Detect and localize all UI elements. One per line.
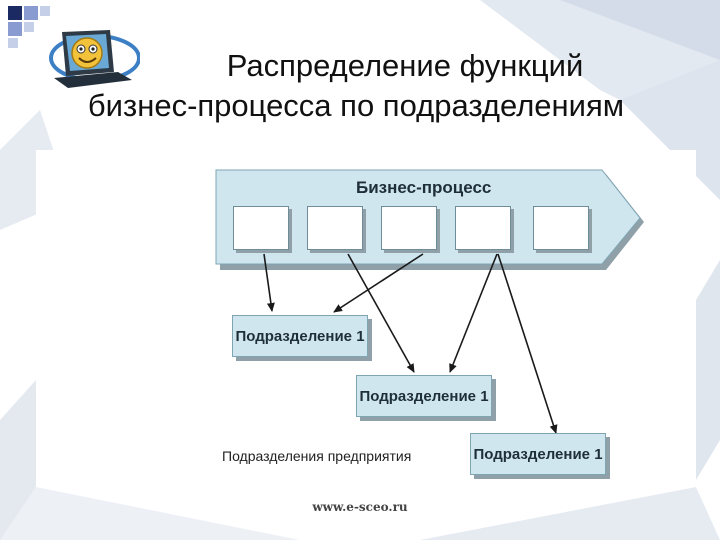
- process-step-4: [455, 206, 511, 250]
- title-line-1: Распределение функций: [226, 48, 584, 83]
- arrow-2: [347, 253, 415, 373]
- process-step-1: [233, 206, 289, 250]
- footer-url[interactable]: www.e-sceo.ru: [312, 500, 408, 514]
- slide-title: Распределение функций бизнес-процесса по…: [0, 46, 720, 126]
- process-step-5: [533, 206, 589, 250]
- arrow-1: [263, 253, 275, 312]
- arrow-4: [449, 253, 498, 373]
- laptop-smiley-logo: [49, 30, 140, 88]
- process-label: Бизнес-процесс: [356, 178, 492, 197]
- department-label: Подразделение 1: [473, 445, 603, 463]
- department-box-3: Подразделение 1: [470, 433, 606, 475]
- arrow-3: [333, 253, 424, 313]
- department-label: Подразделение 1: [235, 327, 365, 345]
- department-label: Подразделение 1: [359, 387, 489, 405]
- departments-caption: Подразделения предприятия: [222, 448, 412, 464]
- department-box-1: Подразделение 1: [232, 315, 368, 357]
- department-box-2: Подразделение 1: [356, 375, 492, 417]
- title-line-2: бизнес-процесса по подразделениям: [87, 88, 625, 123]
- process-step-3: [381, 206, 437, 250]
- arrow-5: [497, 253, 558, 434]
- process-diagram: Бизнес-процесс Подразделение 1 Подраздел…: [36, 150, 696, 487]
- process-step-2: [307, 206, 363, 250]
